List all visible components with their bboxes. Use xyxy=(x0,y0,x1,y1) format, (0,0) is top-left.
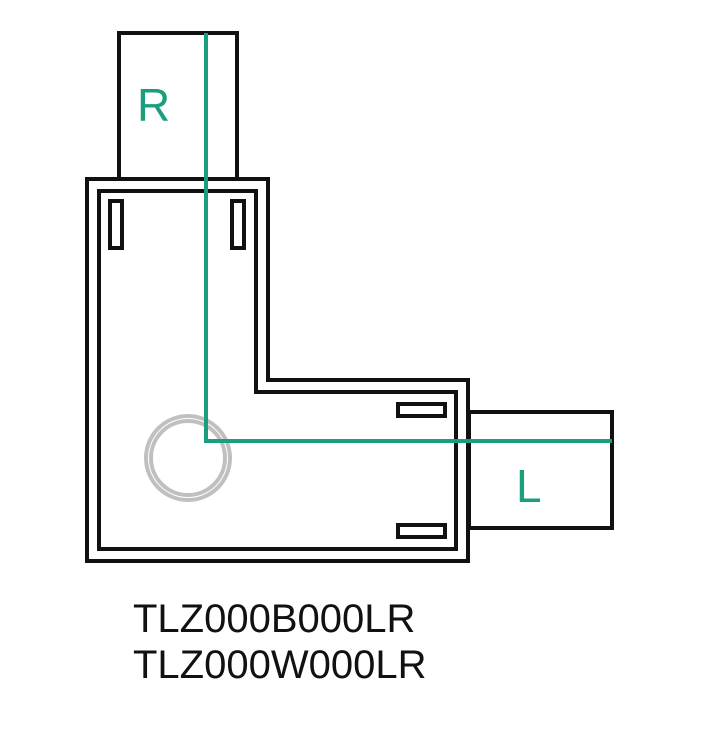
fixing-hole-inner xyxy=(149,419,227,497)
connector-body-inner xyxy=(97,189,458,551)
contact-slot-side-top xyxy=(396,402,447,418)
product-code-black: TLZ000B000LR xyxy=(133,597,416,641)
fixing-hole-outer xyxy=(144,414,232,502)
label-l: L xyxy=(516,460,542,512)
contact-slot-top-right xyxy=(230,199,246,250)
contact-slot-top-left xyxy=(108,199,124,250)
product-codes: TLZ000B000LR TLZ000W000LR xyxy=(133,596,426,688)
conductor-path xyxy=(204,33,612,443)
label-r: R xyxy=(137,79,170,131)
product-code-white: TLZ000W000LR xyxy=(133,643,427,687)
contact-slot-side-bottom xyxy=(396,523,447,539)
connector-body-outer xyxy=(85,177,470,563)
